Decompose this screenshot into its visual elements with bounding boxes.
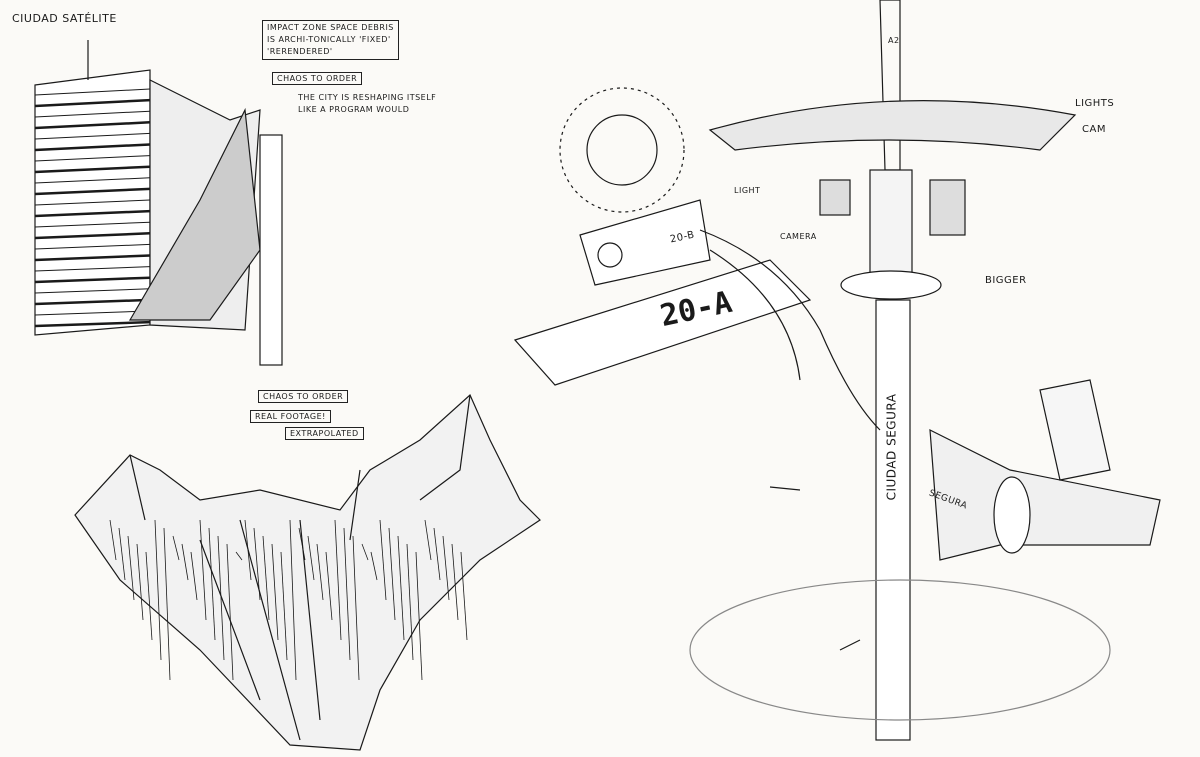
hatch-line [145, 551, 153, 641]
hatch-line [181, 543, 189, 581]
floor-line [34, 320, 151, 328]
hatch-line [460, 551, 468, 641]
floor-line [34, 199, 151, 206]
hatch-line [442, 535, 450, 601]
hatch-line [325, 551, 333, 621]
floor-line [34, 310, 151, 316]
note-line: The city is reshaping itself [298, 93, 437, 102]
chaos-to-order-note: Chaos to order [272, 72, 363, 85]
hatch-line [253, 527, 261, 601]
city-landscape-sketch [74, 394, 541, 751]
chaos-to-order-note-2: Chaos to order [258, 390, 349, 403]
hatch-line [235, 551, 243, 561]
floor-line [34, 143, 151, 152]
hatch-line [334, 519, 342, 641]
hatch-line [244, 519, 252, 581]
hatch-line [136, 543, 144, 621]
hatch-line [118, 527, 126, 581]
floor-line [34, 155, 151, 162]
hatch-line [379, 519, 387, 601]
floor-line [34, 98, 151, 108]
real-footage-note: Real footage! [250, 410, 331, 423]
floor-line [34, 276, 151, 284]
hatch-line [127, 535, 135, 601]
hatch-line [190, 551, 198, 601]
hatch-line [451, 543, 459, 621]
hatch-line [271, 543, 279, 641]
floor-line [34, 254, 151, 262]
hatch-line [226, 543, 234, 681]
hatch-line [307, 535, 315, 581]
floor-line [34, 266, 151, 272]
camera-label: Camera [780, 232, 817, 241]
hatch-line [199, 519, 207, 621]
floor-line [34, 243, 151, 250]
hatch-line [154, 519, 162, 661]
note-line: Impact zone space debris [267, 23, 394, 32]
floor-line [34, 121, 151, 130]
cam-label: Cam [1082, 124, 1106, 135]
top-tag: A2 [888, 36, 900, 45]
floor-line [34, 165, 151, 174]
page-title: Ciudad Satélite [12, 12, 117, 25]
floor-line [34, 298, 151, 306]
floor-line [34, 132, 151, 140]
note-line: 'rerendered' [267, 47, 333, 56]
impact-zone-note: Impact zone space debris is archi-tonica… [262, 20, 399, 60]
sun-circle [559, 87, 685, 213]
hatch-line [415, 551, 423, 681]
reshaping-note: The city is reshaping itself like a prog… [298, 92, 436, 116]
tower-sketch [34, 40, 283, 366]
hatch-line [433, 527, 441, 581]
hatch-line [352, 535, 360, 681]
floor-line [34, 177, 151, 184]
light-label: Light [734, 186, 761, 195]
floor-line [34, 88, 151, 96]
floor-line [34, 209, 151, 218]
hatch-line [316, 543, 324, 601]
pole-text: Ciudad Segura [884, 393, 899, 501]
hatch-line [208, 527, 216, 641]
floor-line [34, 288, 151, 294]
surveillance-pole [689, 0, 1161, 741]
hatch-line [406, 543, 414, 661]
hatch-line [388, 527, 396, 621]
hatch-line [397, 535, 405, 641]
hatch-line [370, 551, 378, 581]
hatch-line [298, 527, 306, 561]
hatch-line [424, 519, 432, 561]
note-line: like a program would [298, 105, 410, 114]
sign-and-camera [513, 199, 881, 431]
hatch-line [361, 543, 369, 561]
extrapolated-note: Extrapolated [285, 427, 364, 440]
hatch-line [109, 519, 117, 561]
note-line: is archi-tonically 'fixed' [267, 35, 391, 44]
floor-line [34, 187, 151, 196]
bigger-label: Bigger [985, 275, 1027, 286]
floor-line [34, 110, 151, 118]
lights-label: Lights [1075, 98, 1115, 109]
hatch-line [262, 535, 270, 621]
hatch-line [289, 519, 297, 681]
hatch-line [280, 551, 288, 661]
hatch-line [172, 535, 180, 561]
floor-line [34, 232, 151, 240]
hatch-line [163, 527, 171, 681]
floor-line [34, 221, 151, 228]
hatch-line [217, 535, 225, 661]
hatch-line [343, 527, 351, 661]
